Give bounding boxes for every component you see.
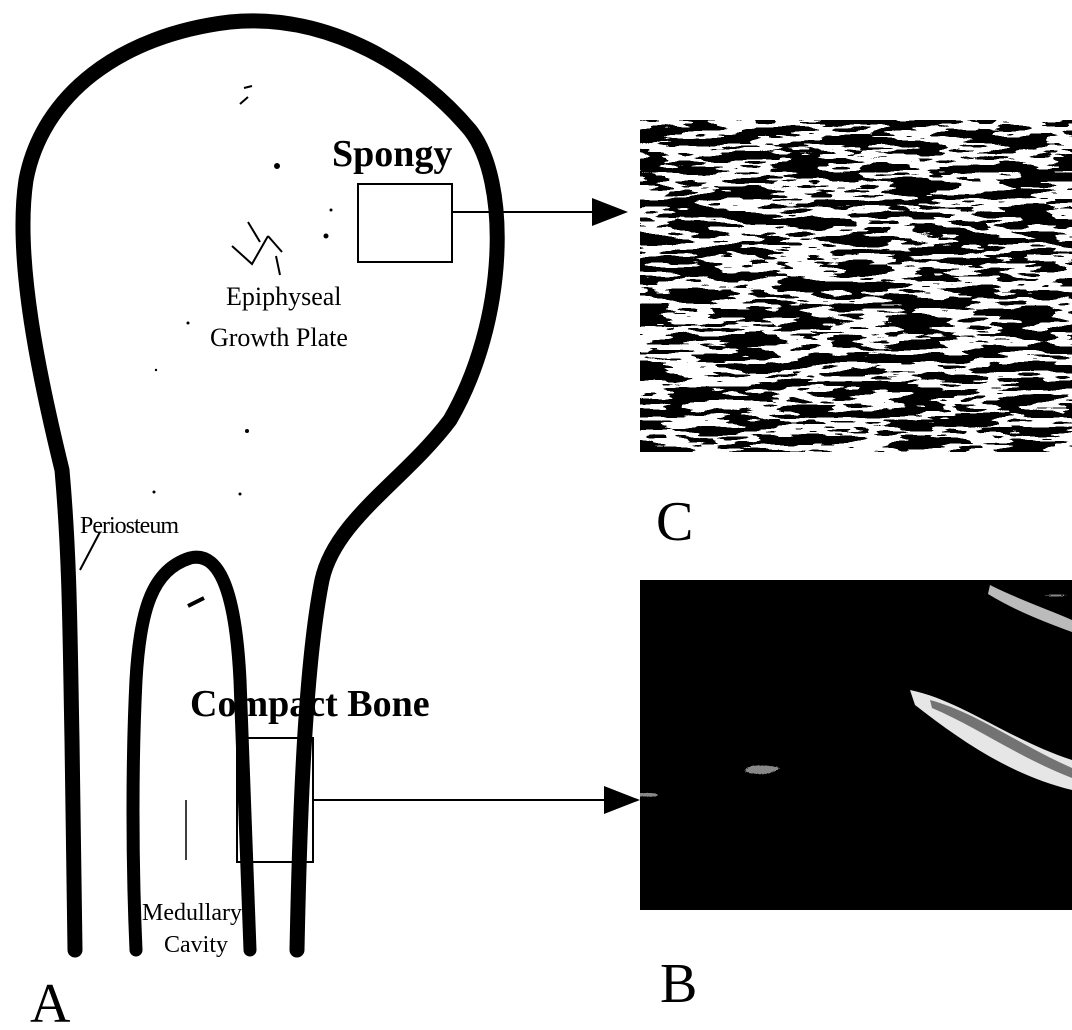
panel-label-c: C <box>656 491 693 553</box>
epiphyseal-label-line2: Growth Plate <box>210 323 348 352</box>
epiphyseal-label-line1: Epiphyseal <box>226 282 342 311</box>
panel-label-b: B <box>660 953 697 1015</box>
growth-plate-mark <box>232 222 282 275</box>
spongy-region-box <box>358 184 452 262</box>
panel-label-a: A <box>30 973 71 1030</box>
compact-bone-label: Compact Bone <box>190 683 430 725</box>
compact-arrow-head <box>604 786 640 814</box>
spongy-bone-micrograph <box>640 120 1072 452</box>
spongy-arrow-head <box>592 198 628 226</box>
compact-bone-micrograph <box>640 580 1072 910</box>
medullary-cavity-outline <box>133 557 250 950</box>
spongy-label: Spongy <box>332 133 452 175</box>
medullary-label-line1: Medullary <box>142 900 242 926</box>
medullary-label-line2: Cavity <box>164 932 228 958</box>
periosteum-label: Periosteum <box>80 513 179 539</box>
